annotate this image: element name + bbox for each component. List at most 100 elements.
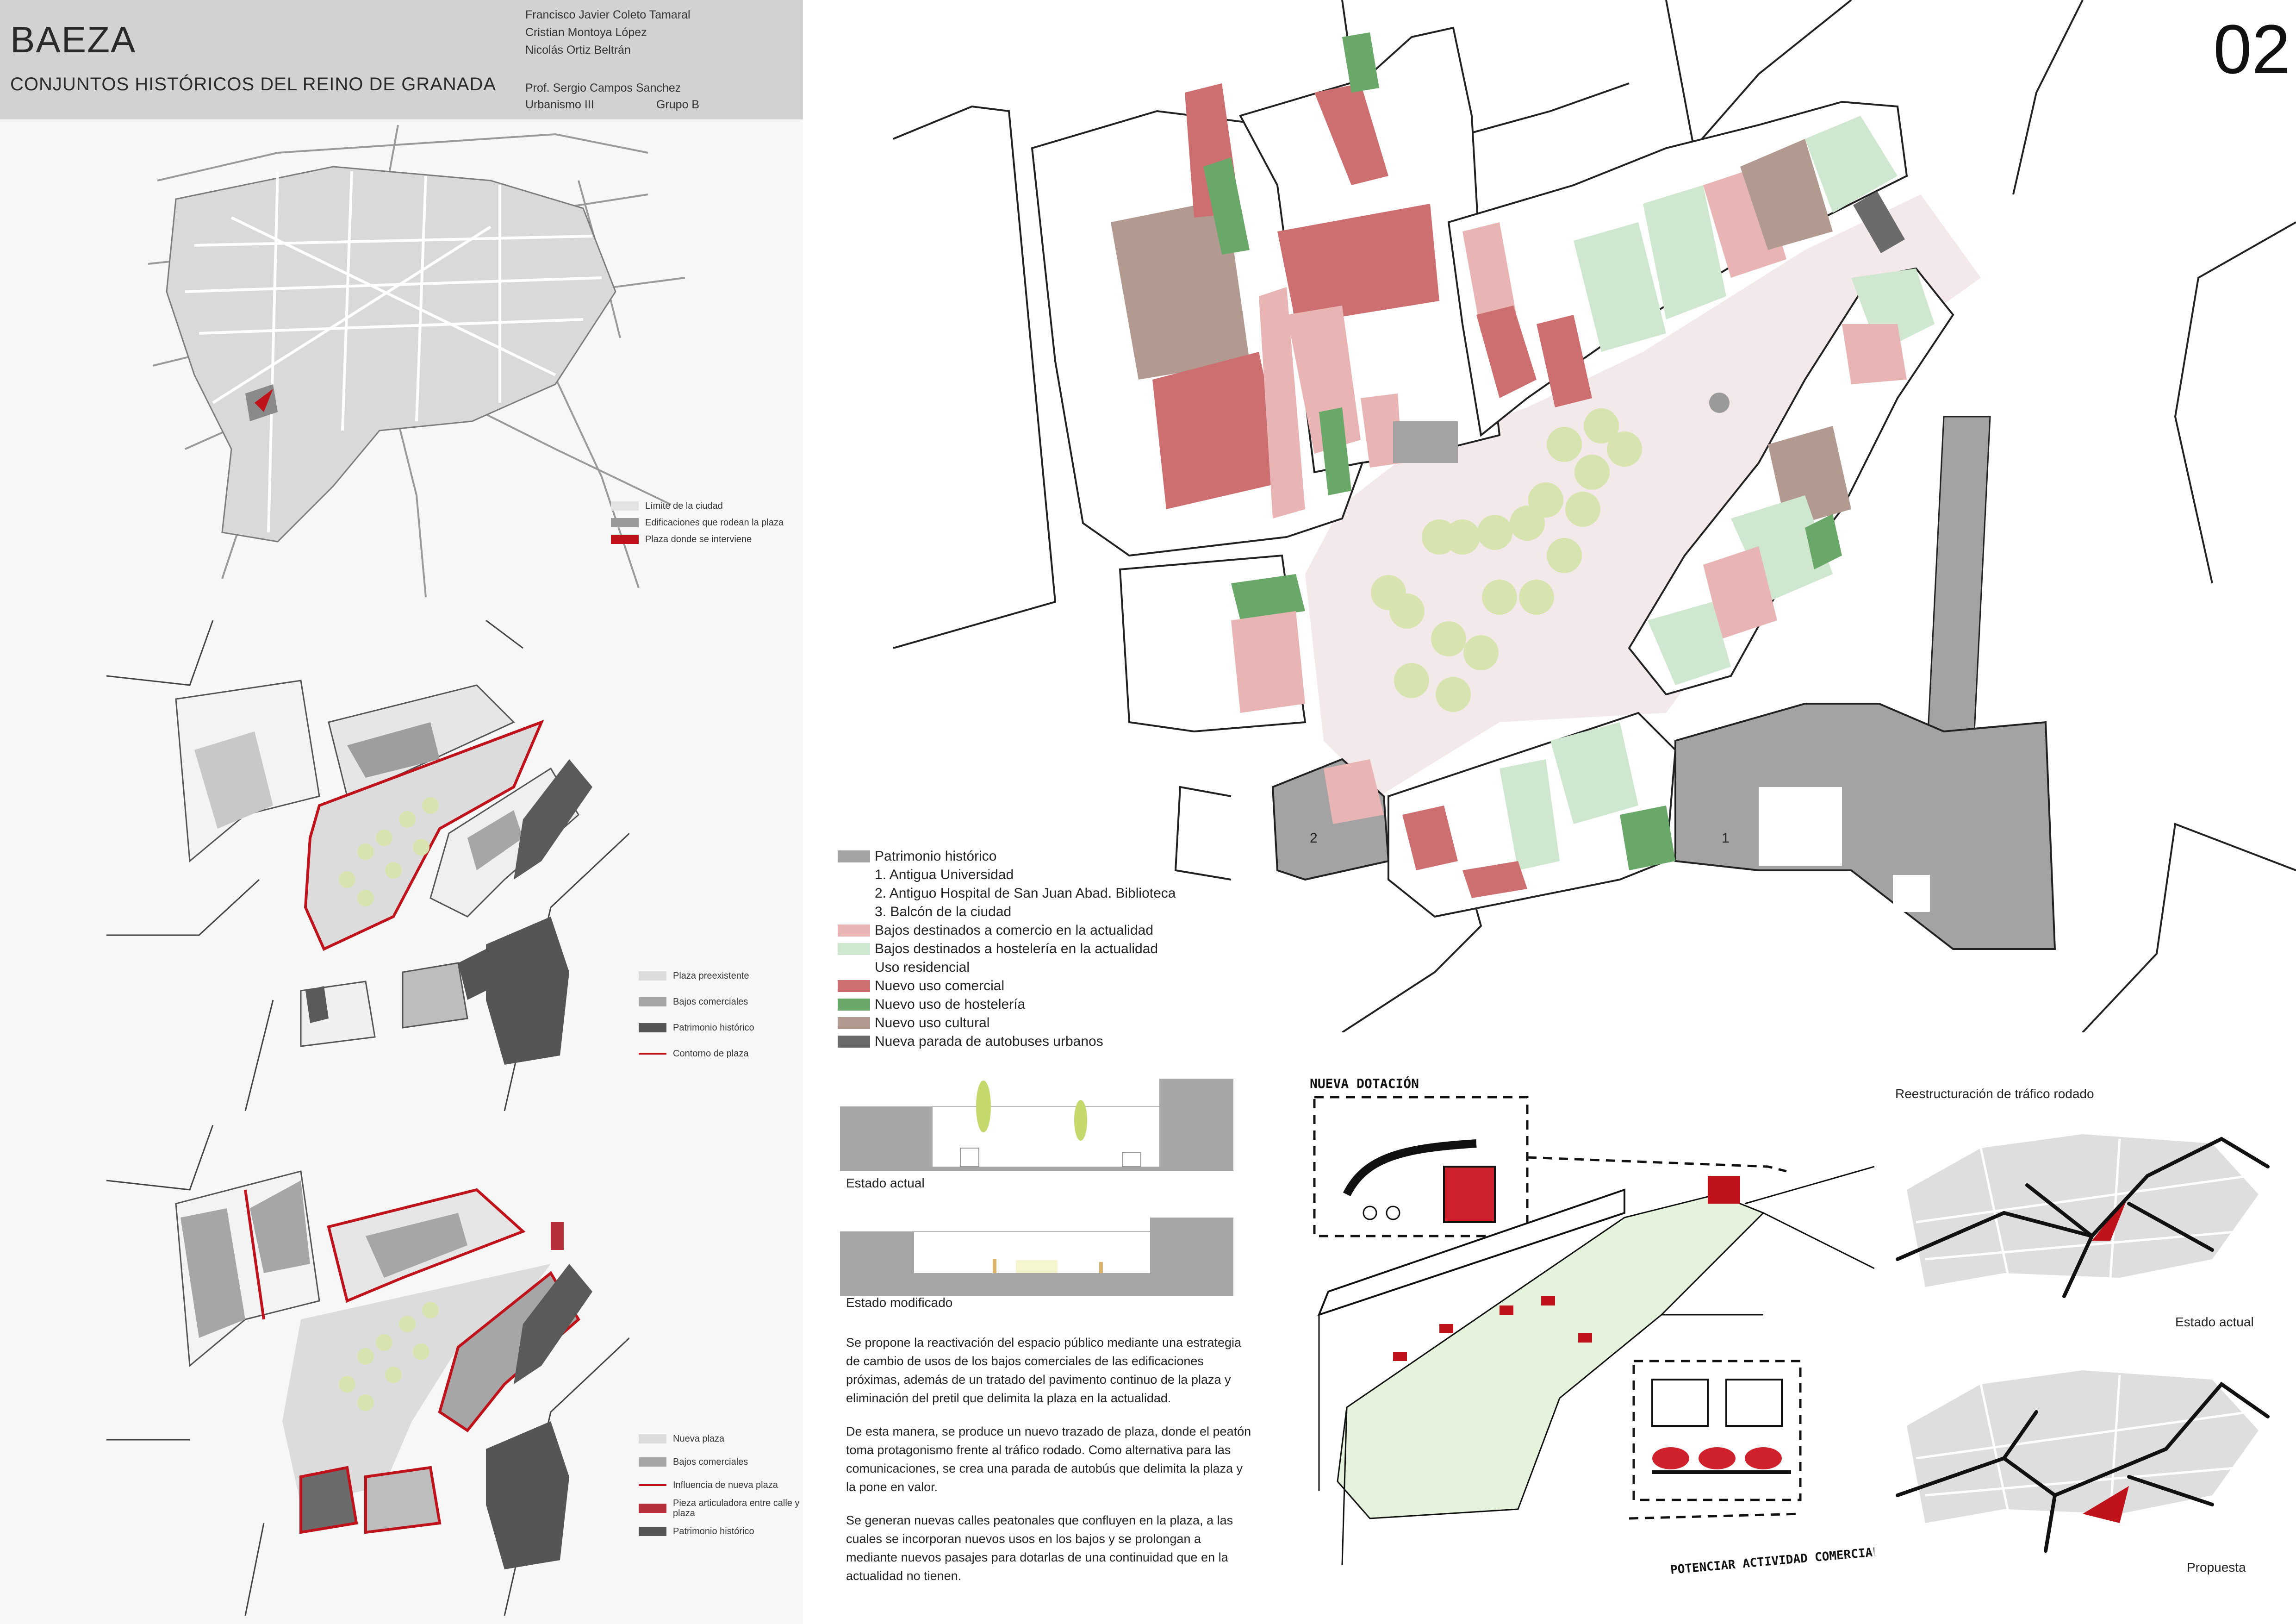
swatch-icon [838,869,870,881]
legend-item: Bajos destinados a comercio en la actual… [838,921,1189,940]
header-bar [0,0,803,119]
main-legend: Patrimonio histórico 1. Antigua Universi… [838,847,1189,1051]
map1-legend-item: Edificaciones que rodean la plaza [611,514,784,531]
swatch-icon [639,997,666,1006]
legend-item: Nuevo uso cultural [838,1014,1189,1032]
legend-item: Patrimonio histórico [838,847,1189,866]
legend-label: 3. Balcón de la ciudad [875,904,1012,919]
line-swatch-icon [639,1484,666,1486]
author-1: Francisco Javier Coleto Tamaral [525,8,691,21]
swatch-icon [611,535,639,544]
section-modified-caption: Estado modificado [846,1295,953,1310]
main-plaza-map: 1 2 [893,0,2296,1032]
section-modified [840,1218,1233,1296]
legend-item: 3. Balcón de la ciudad [838,903,1189,921]
map2-legend-item: Bajos comerciales [639,993,754,1010]
legend-label: Patrimonio histórico [673,1022,754,1033]
map2-legend-item: Contorno de plaza [639,1045,754,1062]
legend-label: Contorno de plaza [673,1048,749,1059]
map3-legend-item: Influencia de nueva plaza [639,1477,803,1493]
map3-legend-item: Pieza articuladora entre calle y plaza [639,1498,803,1518]
legend-item: Nuevo uso comercial [838,977,1189,995]
legend-label: Patrimonio histórico [673,1526,754,1537]
legend-label: Límite de la ciudad [645,500,723,511]
section-current [840,1079,1233,1171]
map2-legend-item: Patrimonio histórico [639,1019,754,1036]
traffic-current-caption: Estado actual [2175,1315,2254,1329]
legend-label: Nueva parada de autobuses urbanos [875,1034,1103,1049]
traffic-current-diagram [1896,1134,2270,1298]
legend-item: Uso residencial [838,958,1189,977]
swatch-icon [639,1527,666,1536]
map2-legend-item: Plaza preexistente [639,968,754,984]
city-map [148,125,685,598]
map3-legend: Nueva plaza Bajos comerciales Influencia… [639,1430,803,1540]
legend-label: Bajos comerciales [673,996,748,1007]
legend-label: Influencia de nueva plaza [673,1480,778,1490]
swatch-icon [838,980,870,992]
sketch-label-top: NUEVA DOTACIÓN [1310,1075,1419,1091]
legend-label: Nueva plaza [673,1433,725,1444]
legend-label: 1. Antigua Universidad [875,867,1014,882]
legend-item: 2. Antiguo Hospital de San Juan Abad. Bi… [838,884,1189,903]
paragraph-1: Se propone la reactivación del espacio p… [846,1336,1242,1405]
legend-label: Bajos comerciales [673,1456,748,1467]
legend-label: Patrimonio histórico [875,849,997,864]
map1-legend-item: Límite de la ciudad [611,498,784,514]
page-subtitle: CONJUNTOS HISTÓRICOS DEL REINO DE GRANAD… [10,74,497,94]
swatch-icon [838,887,870,899]
map3-legend-item: Nueva plaza [639,1430,803,1447]
swatch-icon [611,518,639,527]
swatch-icon [838,943,870,955]
plaza-existing-map [106,620,629,1111]
legend-item: Nueva parada de autobuses urbanos [838,1032,1189,1051]
legend-label: Pieza articuladora entre calle y plaza [673,1498,800,1518]
page-title: BAEZA [10,19,137,60]
map2-legend: Plaza preexistente Bajos comerciales Pat… [639,968,754,1062]
swatch-icon [639,971,666,981]
plaza-proposed-map [106,1125,629,1616]
legend-label: Nuevo uso cultural [875,1015,990,1031]
legend-label: Edificaciones que rodean la plaza [645,517,784,528]
line-swatch-icon [639,1053,666,1055]
description-text: Se propone la reactivación del espacio p… [846,1333,1253,1600]
swatch-icon [639,1023,666,1032]
patrimonio-label-1: 1 [1722,831,1730,846]
map1-legend: Límite de la ciudad Edificaciones que ro… [611,498,784,548]
page-number: 02 [2213,10,2290,88]
swatch-icon [838,850,870,862]
traffic-proposal-diagram [1896,1370,2270,1553]
sketch-label-bottom: POTENCIAR ACTIVIDAD COMERCIAL-OCIO [1670,1542,1874,1577]
swatch-icon [838,1036,870,1048]
swatch-icon [838,1017,870,1029]
patrimonio-label-2: 2 [1310,831,1318,846]
legend-label: Plaza preexistente [673,970,749,981]
swatch-icon [611,501,639,511]
paragraph-2: De esta manera, se produce un nuevo traz… [846,1424,1251,1494]
map3-legend-item: Patrimonio histórico [639,1523,803,1540]
swatch-icon [639,1504,666,1513]
swatch-icon [838,962,870,974]
legend-label: Nuevo uso de hostelería [875,997,1026,1012]
legend-label: Plaza donde se interviene [645,534,752,544]
map3-legend-item: Bajos comerciales [639,1454,803,1470]
traffic-title: Reestructuración de tráfico rodado [1895,1087,2094,1101]
legend-label: Bajos destinados a hostelería en la actu… [875,941,1158,956]
paragraph-3: Se generan nuevas calles peatonales que … [846,1513,1233,1583]
map1-legend-item: Plaza donde se interviene [611,531,784,548]
course: Urbanismo III [525,98,594,111]
legend-item: 1. Antigua Universidad [838,866,1189,884]
group: Grupo B [656,98,700,111]
swatch-icon [639,1434,666,1443]
swatch-icon [838,906,870,918]
perspective-sketch: NUEVA DOTACIÓN POTENCIAR ACTIVIDAD COMER… [1310,1075,1874,1577]
legend-label: Nuevo uso comercial [875,978,1005,993]
swatch-icon [639,1457,666,1467]
legend-label: 2. Antiguo Hospital de San Juan Abad. Bi… [875,886,1176,901]
traffic-proposal-caption: Propuesta [2187,1560,2246,1574]
legend-label: Uso residencial [875,960,970,975]
legend-item: Bajos destinados a hostelería en la actu… [838,940,1189,958]
author-2: Cristian Montoya López [525,26,647,39]
professor: Prof. Sergio Campos Sanchez [525,81,681,94]
swatch-icon [838,924,870,937]
